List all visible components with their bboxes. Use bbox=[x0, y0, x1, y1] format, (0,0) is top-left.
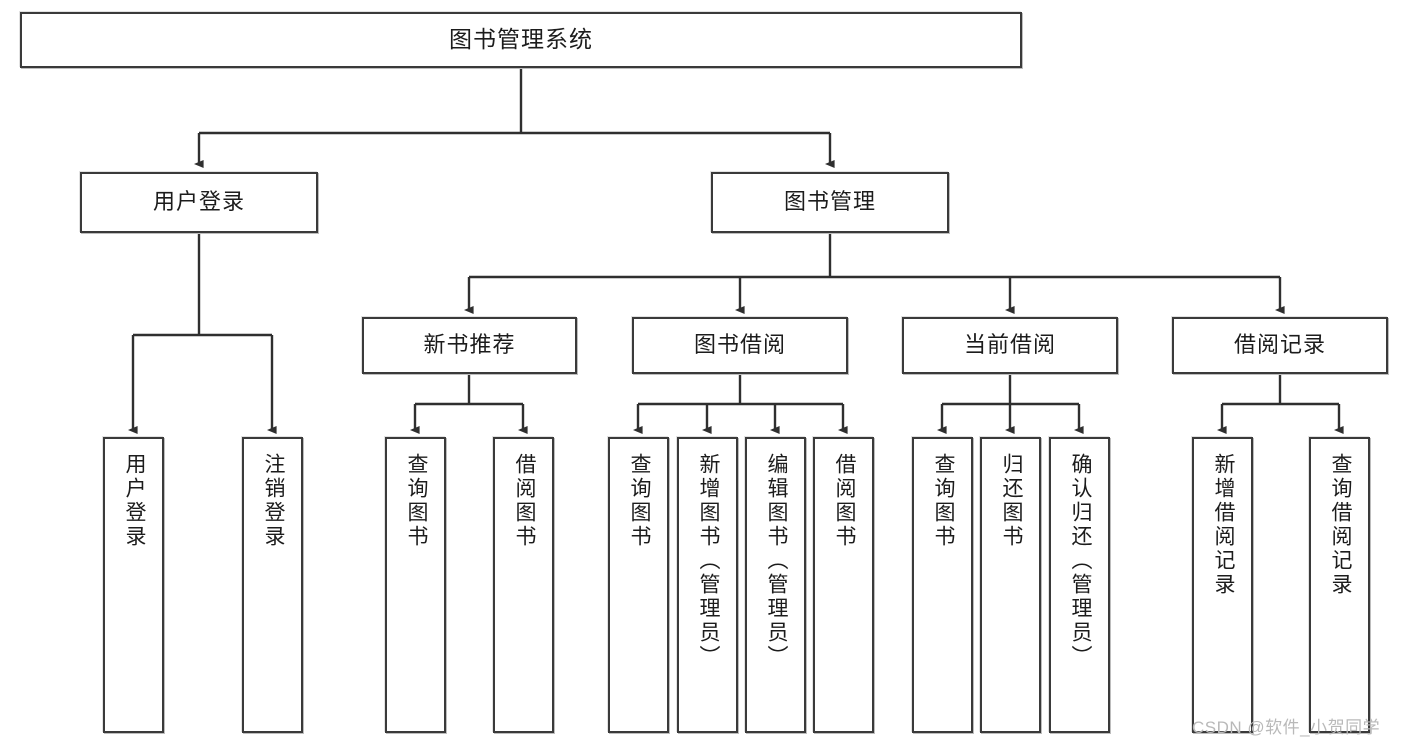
node-label: 借阅图书 bbox=[832, 453, 856, 549]
leaf-recommend-query-book[interactable]: 查询图书 bbox=[385, 437, 446, 733]
node-label: 用户登录 bbox=[152, 189, 245, 215]
node-new-book-recommend[interactable]: 新书推荐 bbox=[362, 317, 577, 374]
node-book-management[interactable]: 图书管理 bbox=[711, 172, 949, 233]
leaf-record-query-record[interactable]: 查询借阅记录 bbox=[1309, 437, 1370, 733]
leaf-borrow-borrow-book[interactable]: 借阅图书 bbox=[813, 437, 874, 733]
node-label: 查询图书 bbox=[404, 453, 428, 549]
leaf-borrow-query-book[interactable]: 查询图书 bbox=[608, 437, 669, 733]
node-label: 新增图书（管理员） bbox=[696, 453, 720, 669]
node-root-system[interactable]: 图书管理系统 bbox=[20, 12, 1022, 68]
node-label: 新增借阅记录 bbox=[1211, 453, 1235, 597]
leaf-borrow-edit-book-admin[interactable]: 编辑图书（管理员） bbox=[745, 437, 806, 733]
leaf-user-login-signout[interactable]: 注销登录 bbox=[242, 437, 303, 733]
node-current-borrow[interactable]: 当前借阅 bbox=[902, 317, 1118, 374]
leaf-current-query-book[interactable]: 查询图书 bbox=[912, 437, 973, 733]
leaf-record-add-record[interactable]: 新增借阅记录 bbox=[1192, 437, 1253, 733]
node-label: 图书管理 bbox=[783, 189, 876, 215]
node-label: 借阅图书 bbox=[512, 453, 536, 549]
node-label: 借阅记录 bbox=[1233, 332, 1326, 358]
node-label: 查询图书 bbox=[931, 453, 955, 549]
node-label: 用户登录 bbox=[122, 453, 146, 549]
node-label: 新书推荐 bbox=[423, 332, 516, 358]
node-label: 查询图书 bbox=[627, 453, 651, 549]
node-label: 查询借阅记录 bbox=[1328, 453, 1352, 597]
node-book-borrow[interactable]: 图书借阅 bbox=[632, 317, 848, 374]
leaf-borrow-add-book-admin[interactable]: 新增图书（管理员） bbox=[677, 437, 738, 733]
leaf-user-login-signin[interactable]: 用户登录 bbox=[103, 437, 164, 733]
node-label: 归还图书 bbox=[999, 453, 1023, 549]
node-label: 确认归还（管理员） bbox=[1068, 453, 1092, 669]
node-label: 编辑图书（管理员） bbox=[764, 453, 788, 669]
node-label: 图书管理系统 bbox=[449, 26, 593, 53]
leaf-current-confirm-return-admin[interactable]: 确认归还（管理员） bbox=[1049, 437, 1110, 733]
leaf-recommend-borrow-book[interactable]: 借阅图书 bbox=[493, 437, 554, 733]
node-borrow-record[interactable]: 借阅记录 bbox=[1172, 317, 1388, 374]
node-user-login[interactable]: 用户登录 bbox=[80, 172, 318, 233]
leaf-current-return-book[interactable]: 归还图书 bbox=[980, 437, 1041, 733]
node-label: 当前借阅 bbox=[963, 332, 1056, 358]
node-label: 注销登录 bbox=[261, 453, 285, 549]
csdn-watermark: CSDN @软件_小贺同学 bbox=[1192, 718, 1381, 737]
node-label: 图书借阅 bbox=[693, 332, 786, 358]
